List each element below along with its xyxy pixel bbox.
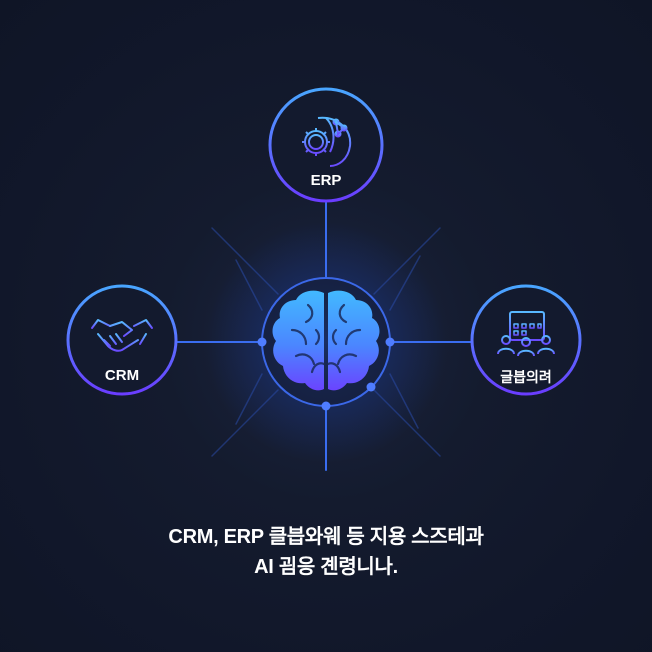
- diagonal-rays: [211, 227, 441, 457]
- node-crm[interactable]: [66, 284, 178, 396]
- node-crm-label: CRM: [104, 367, 140, 384]
- connectors: [175, 202, 475, 471]
- caption-line-2: AI 굄응 곈령니나.: [254, 556, 398, 578]
- brain-icon: [272, 290, 380, 391]
- caption: CRM, ERP 클븝와웨 등 지용 스즈테과 AI 굄응 곈령니나.: [0, 522, 652, 582]
- node-erp[interactable]: [268, 87, 384, 203]
- node-erp-label: ERP: [310, 172, 342, 189]
- node-schedule[interactable]: [470, 284, 582, 396]
- node-schedule-label: 글븝의려: [500, 369, 552, 385]
- gear-globe-network-icon: [302, 116, 352, 167]
- handshake-icon: [91, 319, 153, 352]
- ring-dots: [257, 337, 395, 411]
- caption-line-1: CRM, ERP 클븝와웨 등 지용 스즈테과: [168, 526, 484, 548]
- calendar-people-icon: [497, 308, 555, 357]
